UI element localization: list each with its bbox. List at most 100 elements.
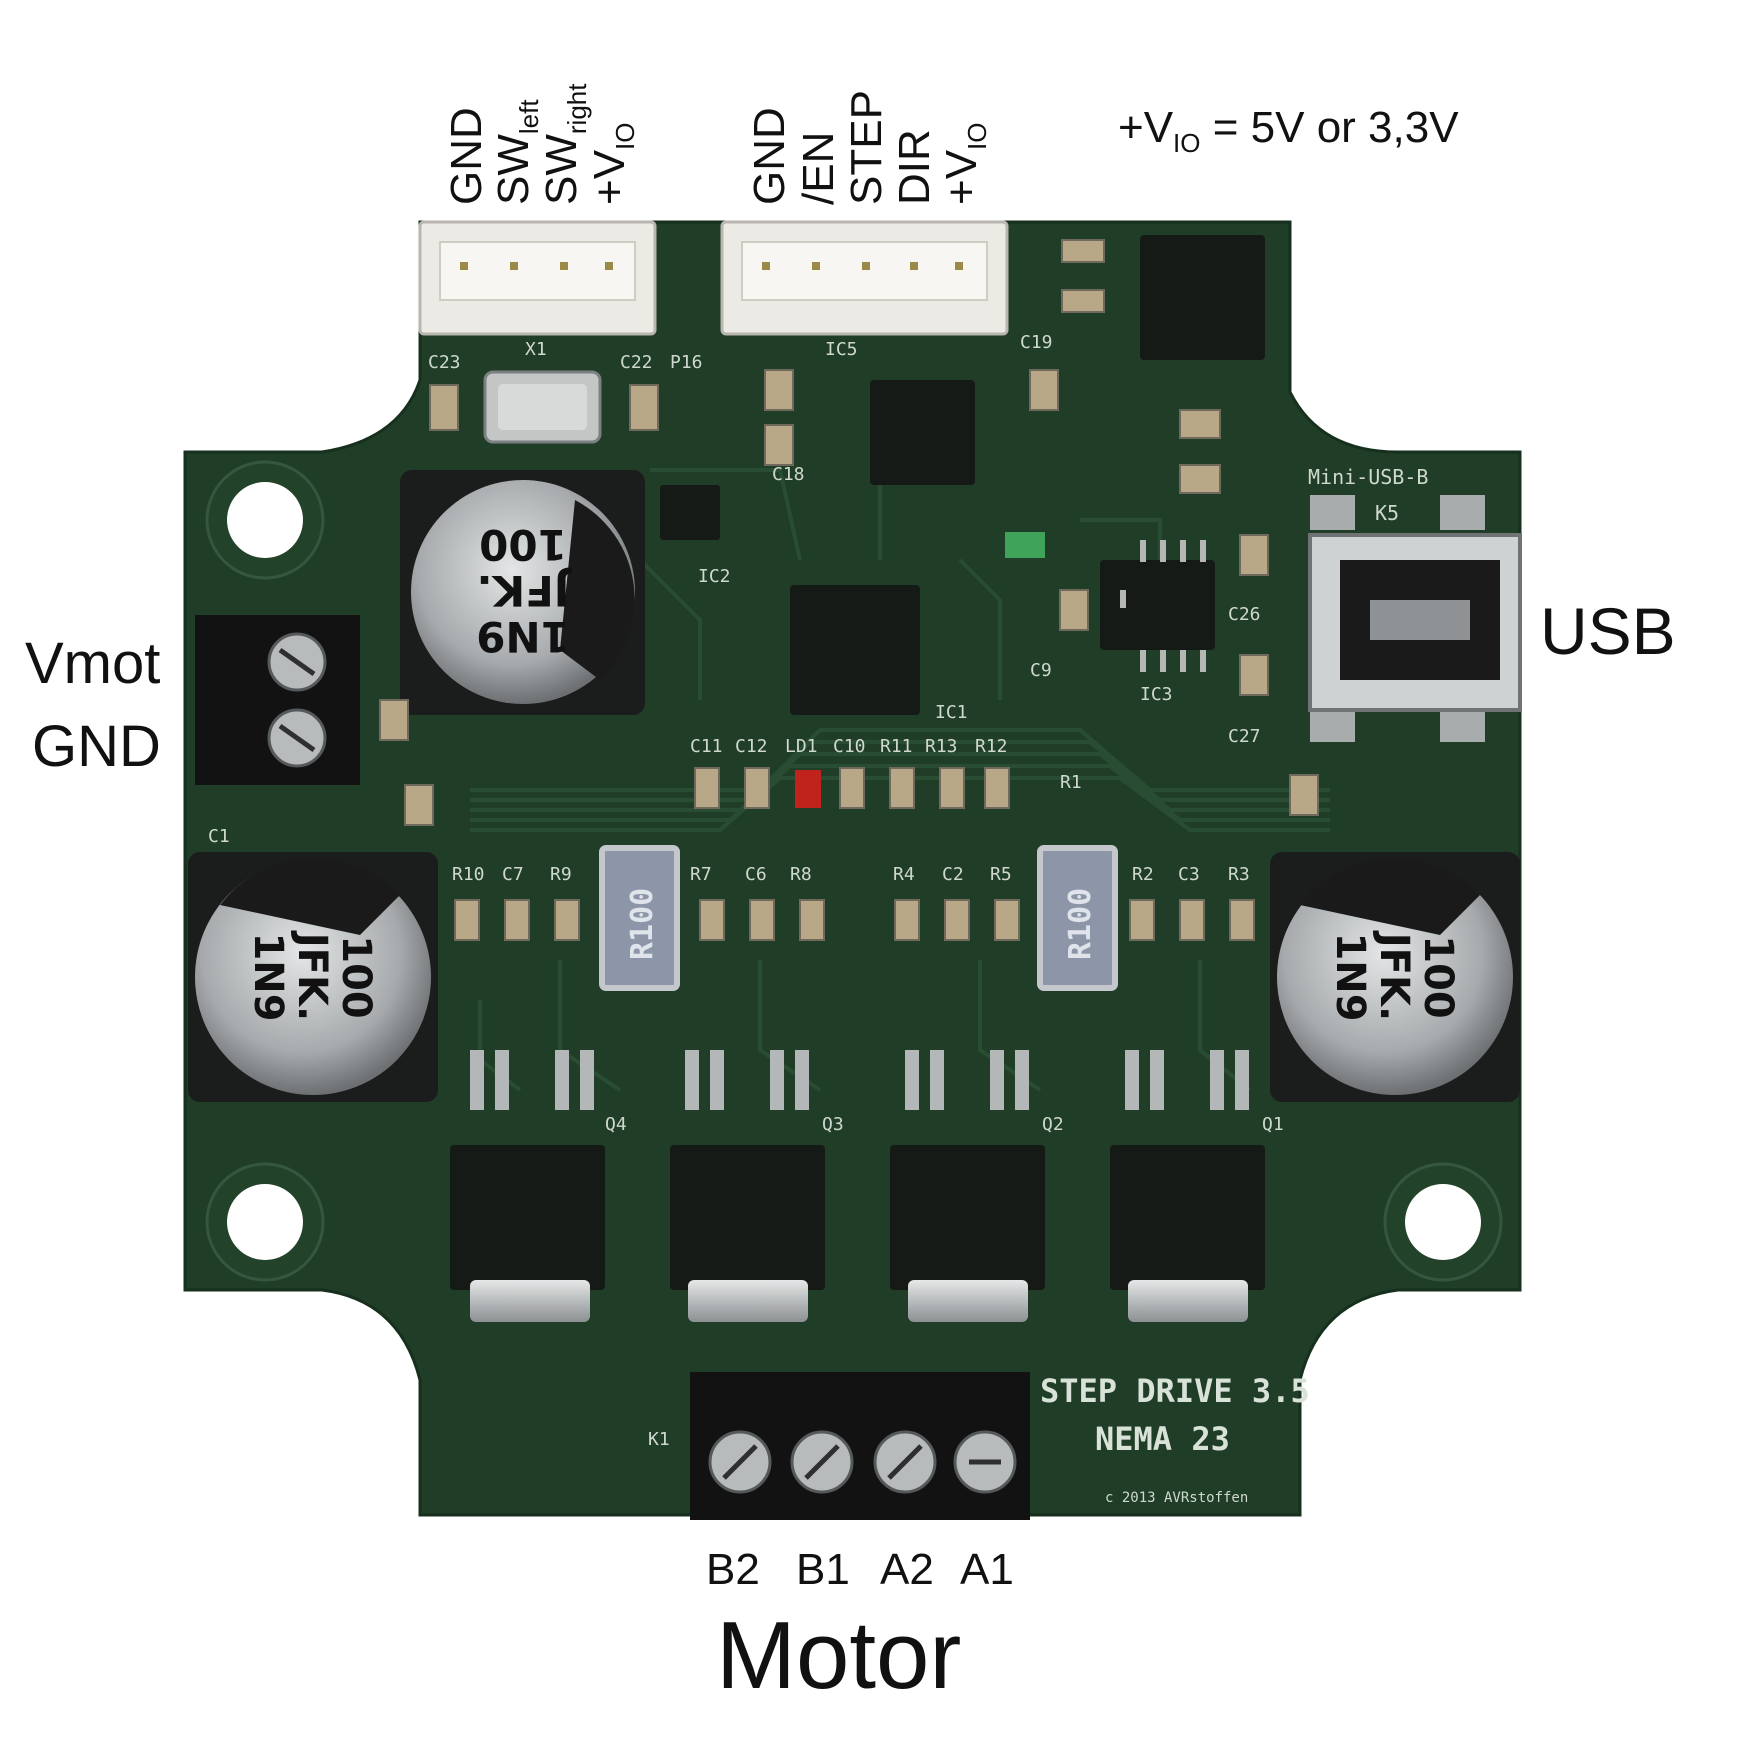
label-usb: USB — [1540, 594, 1676, 668]
crystal-x1 — [483, 370, 602, 444]
mosfet-q4 — [450, 1050, 605, 1322]
label-motor-b1: B1 — [796, 1545, 850, 1594]
silk-ref-c6: C6 — [745, 864, 767, 885]
cap-marking-top: 1N9 — [476, 612, 570, 661]
silk-ref-c22: C22 — [620, 352, 653, 373]
silk-ref-c11: C11 — [690, 736, 723, 757]
label-step-text: STEP — [842, 90, 891, 205]
silk-ref-c7: C7 — [502, 864, 524, 885]
silk-ref-ic2: IC2 — [698, 566, 731, 587]
ic-packages — [660, 235, 1265, 715]
sense-resistors: R100 R100 — [599, 845, 1118, 991]
label-en-text: /EN — [794, 131, 843, 205]
sense-resistor-right-label: R100 — [1063, 888, 1098, 960]
silk-ref-r7: R7 — [690, 864, 712, 885]
silk-ref-r9: R9 — [550, 864, 572, 885]
power-terminal-block — [195, 615, 360, 785]
label-motor-a2: A2 — [880, 1545, 934, 1594]
label-right-vio: +VIO — [937, 122, 992, 206]
electrolytic-caps: 1N9 JFK. 100 100 JFK. 1N9 100 JFK. 1N9 — [188, 470, 1520, 1102]
silk-ref-r11: R11 — [880, 736, 913, 757]
led-ld1 — [795, 770, 821, 808]
silk-ref-p16: P16 — [670, 352, 703, 373]
silk-ref-ic1: IC1 — [935, 702, 968, 723]
cap3-marking-c: 1N9 — [1327, 932, 1373, 1021]
silk-ref-r1: R1 — [1060, 772, 1082, 793]
label-right-vio-base: +V — [937, 149, 986, 205]
label-right-gnd-text: GND — [745, 107, 794, 205]
silk-ref-r13: R13 — [925, 736, 958, 757]
silk-ref-ld1: LD1 — [785, 736, 818, 757]
silk-ref-c1: C1 — [208, 826, 230, 847]
label-step: STEP — [842, 90, 891, 205]
silk-ref-x1: X1 — [525, 339, 547, 360]
silk-ref-c19: C19 — [1020, 332, 1053, 353]
label-left-gnd-text: GND — [442, 107, 491, 205]
silk-ref-r2: R2 — [1132, 864, 1154, 885]
usb-connector — [1308, 495, 1522, 742]
silkscreen-text: STEP DRIVE 3.5 NEMA 23 c 2013 AVRstoffen… — [208, 332, 1428, 1506]
label-en: /EN — [794, 131, 843, 205]
ic-pins — [1120, 540, 1206, 672]
label-left-vio-sub: IO — [609, 122, 640, 150]
label-sw-left: SWleft — [489, 99, 544, 205]
silk-ref-r12: R12 — [975, 736, 1008, 757]
cap2-marking-b: JFK. — [289, 930, 335, 1021]
silk-copyright: c 2013 AVRstoffen — [1105, 1490, 1248, 1506]
silk-ref-r5: R5 — [990, 864, 1012, 885]
label-left-vio-base: +V — [585, 149, 634, 205]
silk-ref-k1: K1 — [648, 1429, 670, 1450]
silk-ref-c3: C3 — [1178, 864, 1200, 885]
label-right-vio-sub: IO — [961, 122, 992, 150]
label-dir: DIR — [890, 129, 939, 205]
silk-ref-c9: C9 — [1030, 660, 1052, 681]
header-connectors — [418, 220, 1009, 336]
silk-ref-c27: C27 — [1228, 726, 1261, 747]
label-power-gnd: GND — [32, 714, 161, 779]
label-motor-a1: A1 — [960, 1545, 1014, 1594]
label-right-gnd: GND — [745, 107, 794, 205]
mosfets — [450, 1050, 1265, 1322]
vio-note: +VIO = 5V or 3,3V — [1118, 106, 1459, 156]
mosfet-q1 — [1110, 1050, 1265, 1322]
silk-ref-c18: C18 — [772, 464, 805, 485]
label-vmot: Vmot — [25, 631, 161, 696]
label-motor-b2: B2 — [706, 1545, 760, 1594]
silk-ref-r3: R3 — [1228, 864, 1250, 885]
silk-ref-c12: C12 — [735, 736, 768, 757]
silk-usb-connector: Mini-USB-B — [1308, 465, 1428, 489]
cap2-marking-a: 100 — [333, 935, 379, 1019]
vio-note-prefix: +V — [1118, 103, 1174, 152]
silk-ref-c26: C26 — [1228, 604, 1261, 625]
vio-note-sub: IO — [1173, 127, 1201, 158]
silk-ref-c10: C10 — [833, 736, 866, 757]
label-dir-text: DIR — [890, 129, 939, 205]
silk-ref-q2: Q2 — [1042, 1114, 1064, 1135]
vio-note-suffix: = 5V or 3,3V — [1200, 103, 1459, 152]
cap-marking-mid: JFK. — [477, 566, 573, 615]
sense-resistor-left-label: R100 — [625, 888, 660, 960]
cap3-marking-a: 100 — [1415, 935, 1461, 1019]
led-ld2 — [1005, 532, 1045, 558]
cap3-marking-b: JFK. — [1371, 930, 1417, 1021]
label-left-gnd: GND — [442, 107, 491, 205]
silk-ref-r10: R10 — [452, 864, 485, 885]
silk-ref-r4: R4 — [893, 864, 915, 885]
silk-ref-ic5: IC5 — [825, 339, 858, 360]
silk-ref-c23: C23 — [428, 352, 461, 373]
silk-product-line1: STEP DRIVE 3.5 — [1040, 1372, 1310, 1410]
silk-usb-ref: K5 — [1375, 501, 1399, 525]
cap-marking-bot: 100 — [479, 520, 567, 569]
silk-ref-r8: R8 — [790, 864, 812, 885]
mounting-holes — [205, 460, 1503, 1282]
label-sw-left-base: SW — [489, 134, 538, 205]
silk-ref-ic3: IC3 — [1140, 684, 1173, 705]
label-motor-title: Motor — [716, 1602, 962, 1709]
silk-ref-c2: C2 — [942, 864, 964, 885]
silk-product-line2: NEMA 23 — [1095, 1420, 1230, 1458]
motor-terminal-block — [690, 1372, 1030, 1520]
mosfet-q2 — [890, 1050, 1045, 1322]
smd-passives — [379, 239, 1319, 941]
label-sw-right: SWright — [537, 84, 592, 205]
